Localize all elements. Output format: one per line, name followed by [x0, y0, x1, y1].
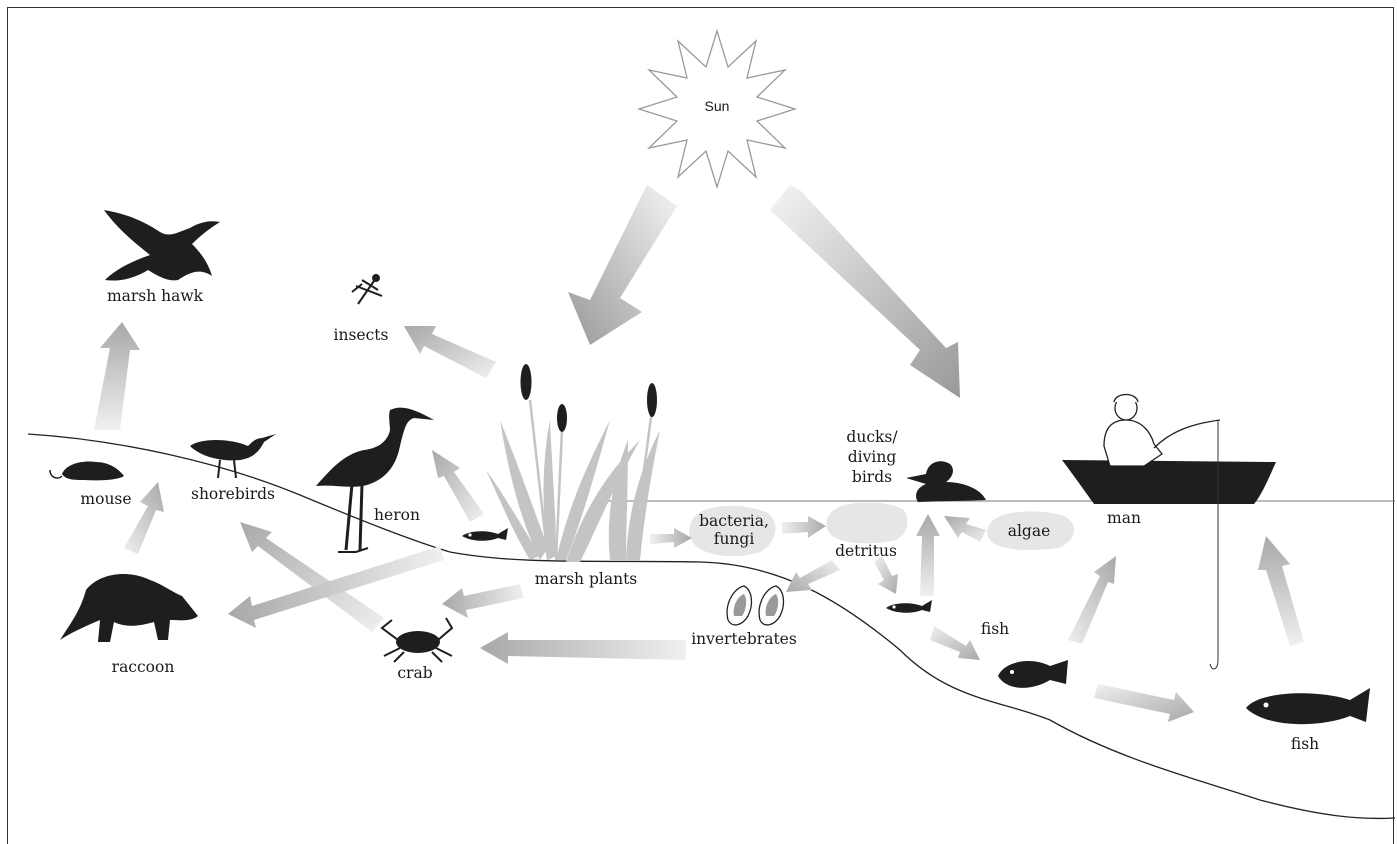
fish-label-large: fish: [1291, 735, 1319, 753]
invertebrates-label: invertebrates: [691, 630, 797, 648]
mouse-icon: [50, 462, 124, 481]
bacteria-label-line1: bacteria,: [699, 512, 769, 530]
crab-label: crab: [397, 664, 432, 682]
arrow-plants-to-crab: [442, 584, 524, 618]
dragonfly-icon: [352, 275, 382, 304]
arrow-fish-to-fish-medium: [930, 626, 980, 660]
duck-icon: [906, 461, 986, 502]
arrow-plants-to-insects: [404, 326, 496, 378]
ducks-label-line3: birds: [852, 468, 892, 486]
arrow-detritus-to-invertebrates: [786, 560, 840, 592]
boat-icon: [1062, 460, 1276, 504]
fisherman-icon: [1104, 395, 1220, 669]
fish-icon: [1246, 688, 1370, 724]
crab-icon: [382, 618, 452, 662]
arrow-large-fish-to-man: [1258, 536, 1304, 646]
arrow-fish-to-ducks: [916, 514, 940, 596]
fish-label-small: fish: [981, 620, 1009, 638]
detritus-blob: [827, 503, 908, 544]
arrow-invertebrates-to-crab: [480, 632, 686, 664]
arrow-bacteria-to-detritus: [782, 516, 826, 538]
marsh-plants-label: marsh plants: [535, 570, 638, 588]
raccoon-label: raccoon: [112, 658, 175, 676]
cattail-icon: [486, 364, 660, 562]
fish-icon: [462, 528, 508, 541]
arrow-fish-to-man: [1068, 556, 1116, 644]
heron-label: heron: [374, 506, 420, 524]
arrow-medium-fish-to-large-fish: [1094, 684, 1194, 722]
arrow-sun-to-plants: [568, 185, 677, 345]
insects-label: insects: [334, 326, 389, 344]
bacteria-label-line2: fungi: [714, 530, 755, 548]
algae-label: algae: [1008, 522, 1051, 540]
marsh-hawk-label: marsh hawk: [107, 287, 204, 305]
arrow-detritus-to-fish: [874, 556, 898, 594]
raccoon-icon: [60, 574, 198, 642]
arrow-mouse-to-hawk: [94, 322, 140, 430]
heron-icon: [316, 408, 434, 552]
detritus-label: detritus: [835, 542, 897, 560]
arrow-fish-to-heron: [432, 450, 484, 522]
arrow-plants-to-bacteria: [650, 528, 692, 548]
fish-icon: [886, 600, 932, 613]
arrow-plants-to-raccoon: [228, 546, 444, 628]
shorebirds-label: shorebirds: [191, 485, 275, 503]
ducks-label-line1: ducks/: [846, 428, 898, 446]
mouse-label: mouse: [80, 490, 131, 508]
fish-icon: [998, 660, 1068, 688]
ducks-label-line2: diving: [848, 448, 897, 466]
clam-icon: [727, 586, 783, 625]
arrow-algae-to-ducks: [944, 516, 986, 542]
marsh-hawk-icon: [104, 210, 220, 281]
man-label: man: [1107, 509, 1141, 527]
sun-label: Sun: [705, 98, 730, 114]
arrow-sun-to-water: [770, 185, 960, 398]
